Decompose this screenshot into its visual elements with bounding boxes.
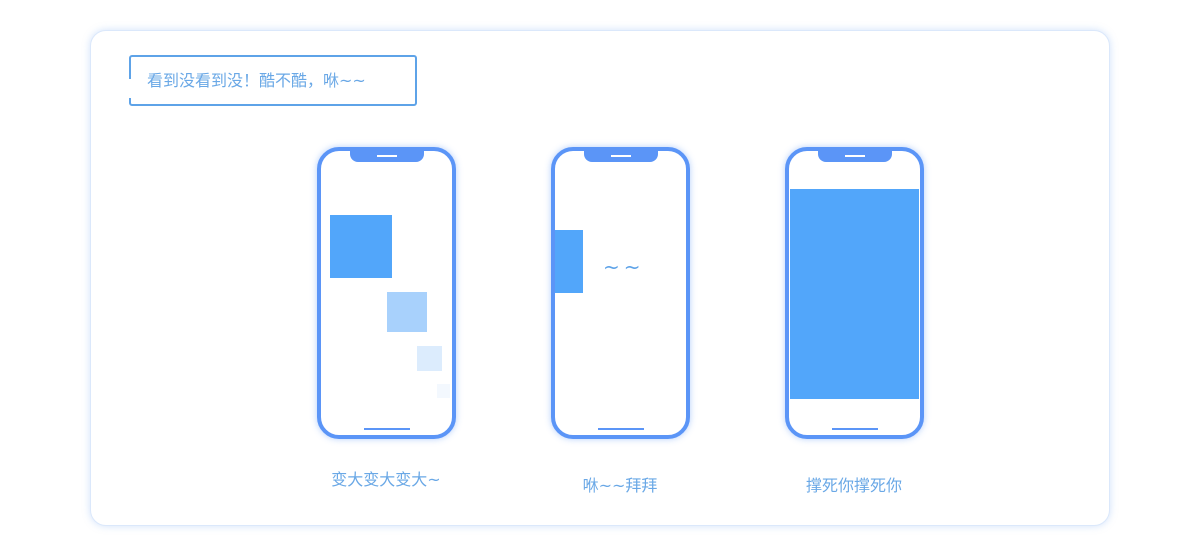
home-indicator xyxy=(364,428,410,430)
phone-notch xyxy=(818,151,892,162)
square-medium xyxy=(387,292,427,332)
home-indicator xyxy=(832,428,878,430)
square-exiting xyxy=(555,230,583,293)
wave-text: ~~ xyxy=(603,255,645,279)
phone-grow xyxy=(317,147,456,439)
phone-fill xyxy=(785,147,924,439)
label-fill: 撑死你撑死你 xyxy=(805,476,902,495)
bubble-text: 看到没看到没！酷不酷，咻~~ xyxy=(147,71,366,90)
home-indicator xyxy=(598,428,644,430)
square-large xyxy=(330,215,392,278)
phone-notch xyxy=(584,151,658,162)
fill-block xyxy=(790,189,919,399)
label-fly: 咻~~拜拜 xyxy=(582,476,658,495)
square-small xyxy=(417,346,442,371)
square-tiny xyxy=(437,384,450,398)
phone-notch xyxy=(350,151,424,162)
phone-fly: ~~ xyxy=(551,147,690,439)
speech-bubble: 看到没看到没！酷不酷，咻~~ xyxy=(129,55,417,106)
label-grow: 变大变大变大~ xyxy=(331,470,441,489)
